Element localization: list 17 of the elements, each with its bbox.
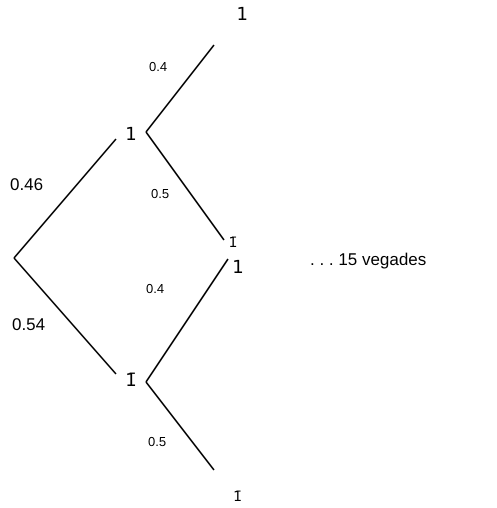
outcome-label: 1 [214, 4, 248, 46]
outcome-label: 1̄ [224, 232, 242, 254]
outcome-label: 1 [116, 122, 146, 148]
branch-line [13, 138, 117, 259]
probability-label: 0.5 [148, 435, 166, 450]
branch-line [145, 44, 215, 132]
probability-label: 0.5 [151, 187, 170, 202]
probability-label: 0.4 [146, 282, 164, 296]
outcome-label: 1̄ [214, 468, 242, 506]
outcome-label: 1 [228, 256, 248, 280]
probability-label: 0.4 [149, 60, 168, 74]
branch-line [145, 258, 229, 382]
repeat-note: . . . 15 vegades [310, 250, 426, 270]
branch-line [145, 132, 225, 240]
outcome-label: 1̄ [116, 366, 146, 396]
branch-line [145, 382, 215, 470]
branch-line [13, 257, 117, 375]
